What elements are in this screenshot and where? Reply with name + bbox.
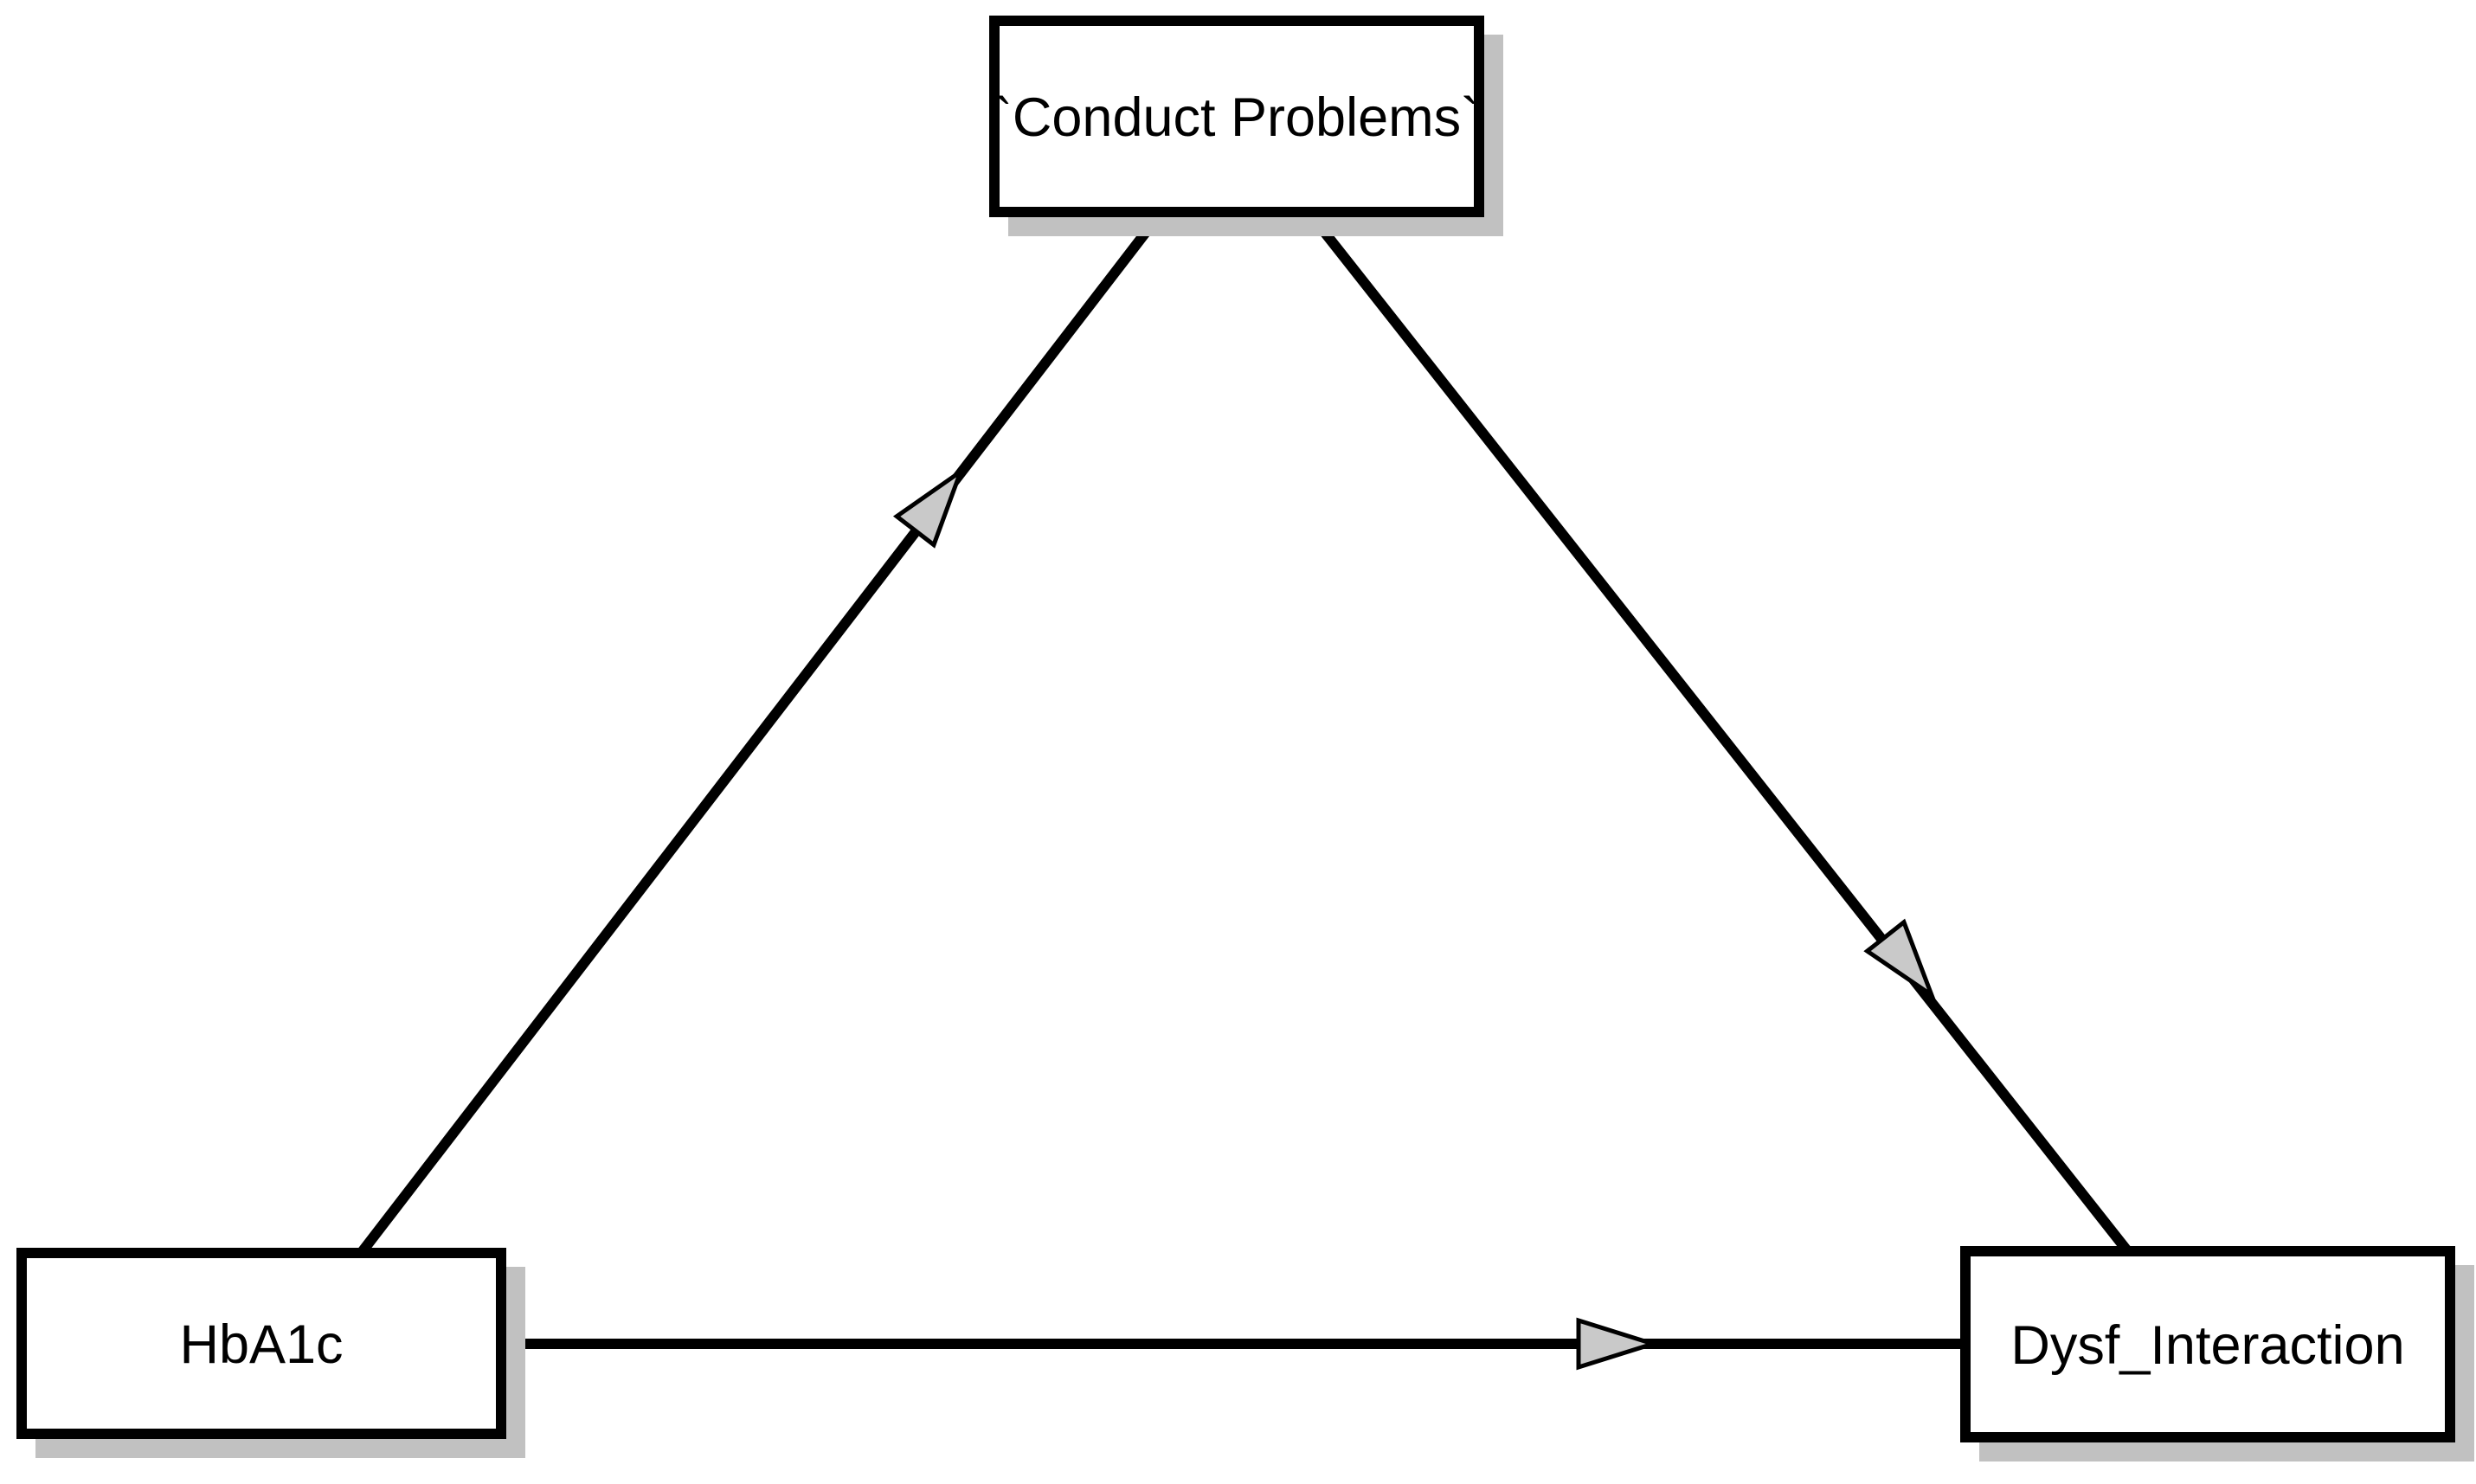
node-label: HbA1c bbox=[179, 1314, 343, 1375]
arrowhead-icon-conduct-problems-to-dysf-interaction bbox=[1863, 918, 1937, 1001]
edge-line-hba1c-to-conduct-problems bbox=[329, 209, 1166, 1293]
node-box bbox=[1960, 1246, 2455, 1442]
node-label: Dysf_Interaction bbox=[2010, 1315, 2404, 1376]
edge-line-conduct-problems-to-dysf-interaction bbox=[1304, 209, 2172, 1306]
edges-layer bbox=[329, 209, 2172, 1371]
arrowhead-icon-hba1c-to-dysf-interaction bbox=[1576, 1317, 1661, 1371]
node-dysf-interaction: Dysf_Interaction bbox=[1960, 1246, 2474, 1462]
node-conduct-problems: `Conduct Problems` bbox=[989, 16, 1503, 236]
node-box bbox=[989, 16, 1484, 217]
arrowhead-icon-hba1c-to-conduct-problems bbox=[892, 466, 966, 549]
node-label: `Conduct Problems` bbox=[994, 87, 1479, 148]
node-box bbox=[16, 1248, 506, 1439]
node-hba1c: HbA1c bbox=[16, 1248, 525, 1458]
nodes-layer: `Conduct Problems` HbA1c Dysf_Interactio… bbox=[16, 16, 2474, 1462]
